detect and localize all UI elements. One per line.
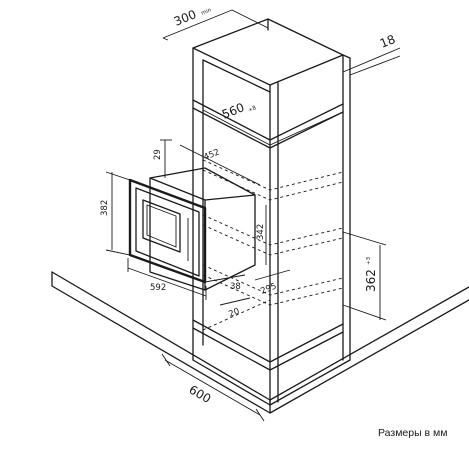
dim-mw-height: 382 [100, 171, 131, 256]
units-note: Размеры в мм [378, 427, 448, 439]
dim-inner-depth: 452 [179, 144, 261, 186]
dim-mw-depth: 295 [254, 269, 291, 297]
dim-niche-height-inner: 342 [256, 205, 267, 265]
dim-label-592: 592 [150, 283, 166, 293]
dim-label-342: 342 [256, 224, 266, 240]
svg-text:+3: +3 [366, 256, 372, 265]
dim-label-29: 29 [153, 149, 163, 160]
dim-front-panel: 20 [219, 297, 251, 320]
svg-text:min: min [201, 7, 213, 17]
cabinet [192, 18, 351, 406]
dim-cabinet-wall: 18 [342, 32, 401, 76]
dim-label-20: 20 [227, 306, 241, 319]
dim-label-18: 18 [378, 32, 397, 51]
dim-niche-height: 362 +3 [342, 231, 387, 321]
dim-front-offset: 38 [204, 274, 246, 292]
svg-text:+8: +8 [248, 105, 258, 114]
dim-label-452: 452 [202, 147, 221, 162]
dim-top-gap: 29 [153, 139, 172, 178]
dim-mw-width: 592 [127, 258, 207, 300]
dim-label-295: 295 [259, 281, 278, 296]
dim-label-382: 382 [100, 200, 110, 216]
dim-cabinet-depth: 300 min [162, 7, 269, 41]
dim-label-38: 38 [230, 282, 241, 292]
floor-slab [51, 271, 469, 414]
dim-label-362: 362 [364, 269, 378, 292]
dim-label-560: 560 [220, 100, 246, 122]
